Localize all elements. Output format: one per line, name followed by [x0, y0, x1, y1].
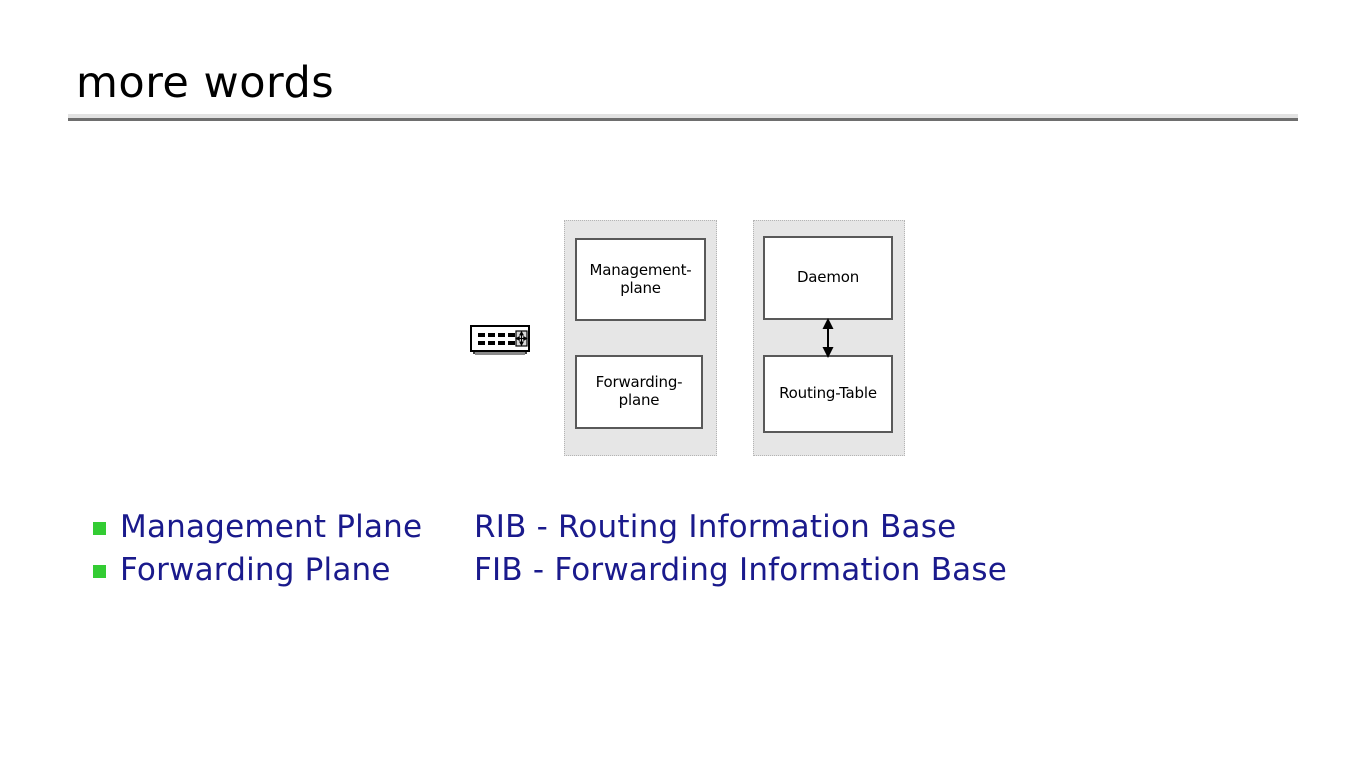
box-routing-table-label: Routing-Table — [779, 384, 877, 403]
title-divider-shadow — [68, 118, 1298, 121]
box-management-plane-label: Management- plane — [589, 260, 692, 297]
box-routing-table: Routing-Table — [763, 355, 893, 433]
title-divider-highlight — [68, 114, 1298, 118]
box-forwarding-plane-label: Forwarding- plane — [595, 373, 683, 409]
list-item-rib: RIB - Routing Information Base — [474, 509, 957, 545]
box-daemon: Daemon — [763, 236, 893, 320]
bullet-square-icon — [93, 522, 106, 535]
list-item-fib: FIB - Forwarding Information Base — [474, 552, 1007, 588]
panel-control — [753, 220, 905, 456]
box-forwarding-plane: Forwarding- plane — [575, 355, 703, 429]
title-divider — [68, 114, 1298, 121]
box-daemon-label: Daemon — [796, 268, 860, 287]
panel-planes — [564, 220, 717, 456]
bullet-square-icon — [93, 565, 106, 578]
page-title: more words — [76, 58, 335, 108]
list-item-forwarding-plane: Forwarding Plane — [120, 552, 391, 588]
list-item-management-plane: Management Plane — [120, 509, 423, 545]
box-management-plane: Management- plane — [575, 238, 706, 321]
double-headed-arrow-icon — [813, 318, 843, 358]
router-switch-icon — [469, 324, 533, 358]
